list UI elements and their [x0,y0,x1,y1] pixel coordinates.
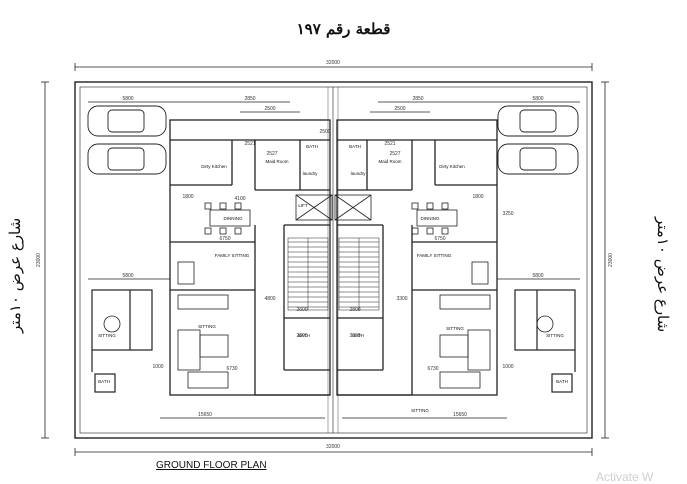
dim-2500-left: 2500 [264,106,275,112]
annex-left [91,289,153,393]
room-dirty-kitchen-left: Dirty Kitchen [201,164,227,169]
room-dining-right: DINNING [421,216,440,221]
room-family-right: FAMILY SITTING [417,253,452,258]
room-sitting-annex-left: SITTING [98,333,116,338]
dim-overall-bottom: 32000 [326,444,340,450]
dim-5800-mid-left: 5800 [122,273,133,279]
room-bath-mid-right: BATH [352,333,364,338]
dim-2527-right: 2527 [389,151,400,157]
dim-2850-right: 2850 [412,96,423,102]
room-bath-mid-left: BATH [298,333,310,338]
plot-boundary [74,81,593,439]
dim-15650-left: 15650 [198,412,212,418]
dim-3250: 3250 [502,211,513,217]
room-bath-top-left: BATH [306,144,318,149]
plot-title: قطعة رقم ١٩٧ [296,20,391,38]
room-laundry-right: laundry [351,171,367,176]
dim-3300: 3300 [396,296,407,302]
dim-23000-left: 23000 [36,253,42,267]
dim-5800-top-right: 5800 [532,96,543,102]
dim-23000-right: 23000 [608,253,614,267]
dim-2600: 2600 [296,307,307,313]
annex-right [514,289,576,393]
room-maid-right: Maid Room [378,159,401,164]
unit-left [169,119,331,396]
dim-2850-left: 2850 [244,96,255,102]
lift-shaft [295,194,372,221]
dim-6730-right: 6730 [427,366,438,372]
room-laundry-left: laundry [303,171,319,176]
dim-2521-left: 2521 [244,141,255,147]
room-dirty-kitchen-right: Dirty Kitchen [439,164,465,169]
room-bath-annex-right: BATH [556,379,568,384]
dim-1000-right: 1000 [502,364,513,370]
room-dining-left: DINNING [224,216,243,221]
dim-1800-right: 1800 [472,194,483,200]
dim-6750-right: 6750 [434,236,445,242]
dim-15650-right: 15650 [453,412,467,418]
dim-2527-left: 2527 [266,151,277,157]
dim-1000-left: 1000 [152,364,163,370]
car-icon [87,105,579,175]
dim-1800-left: 1800 [182,194,193,200]
room-sitting-right: SITTING [446,326,464,331]
dim-4100: 4100 [234,196,245,202]
room-maid-left: Maid Room [265,159,288,164]
dim-4800: 4800 [264,296,275,302]
dimension-lines [41,63,609,456]
dim-5800-top-left: 5800 [122,96,133,102]
sofa [103,261,554,389]
staircase [287,237,380,311]
dim-2500-mid: 2500 [319,129,330,135]
room-bath-annex-left: BATH [98,379,110,384]
dim-overall-top: 32000 [326,60,340,66]
dim-2500-right: 2500 [394,106,405,112]
dim-2800-left: 2800 [296,333,307,339]
room-sitting-bottom: SITTING [411,408,429,413]
dim-6750-left: 6750 [219,236,230,242]
dining-table [204,202,458,235]
unit-right [336,119,498,396]
dim-6730-left: 6730 [226,366,237,372]
dim-2800-right: 2800 [349,307,360,313]
activation-watermark: Activate W [596,470,654,484]
floor-plan-title: GROUND FLOOR PLAN [156,460,267,471]
room-sitting-left: SITTING [198,324,216,329]
room-bath-top-right: BATH [349,144,361,149]
dim-2521-right: 2521 [384,141,395,147]
street-label-right: شارع عرض ١٠متر [654,217,672,333]
dim-3000: 3000 [349,333,360,339]
dim-5800-mid-right: 5800 [532,273,543,279]
room-lift: LIFT [298,203,308,208]
room-sitting-annex-right: SITTING [546,333,564,338]
room-family-left: FAMILY SITTING [215,253,250,258]
